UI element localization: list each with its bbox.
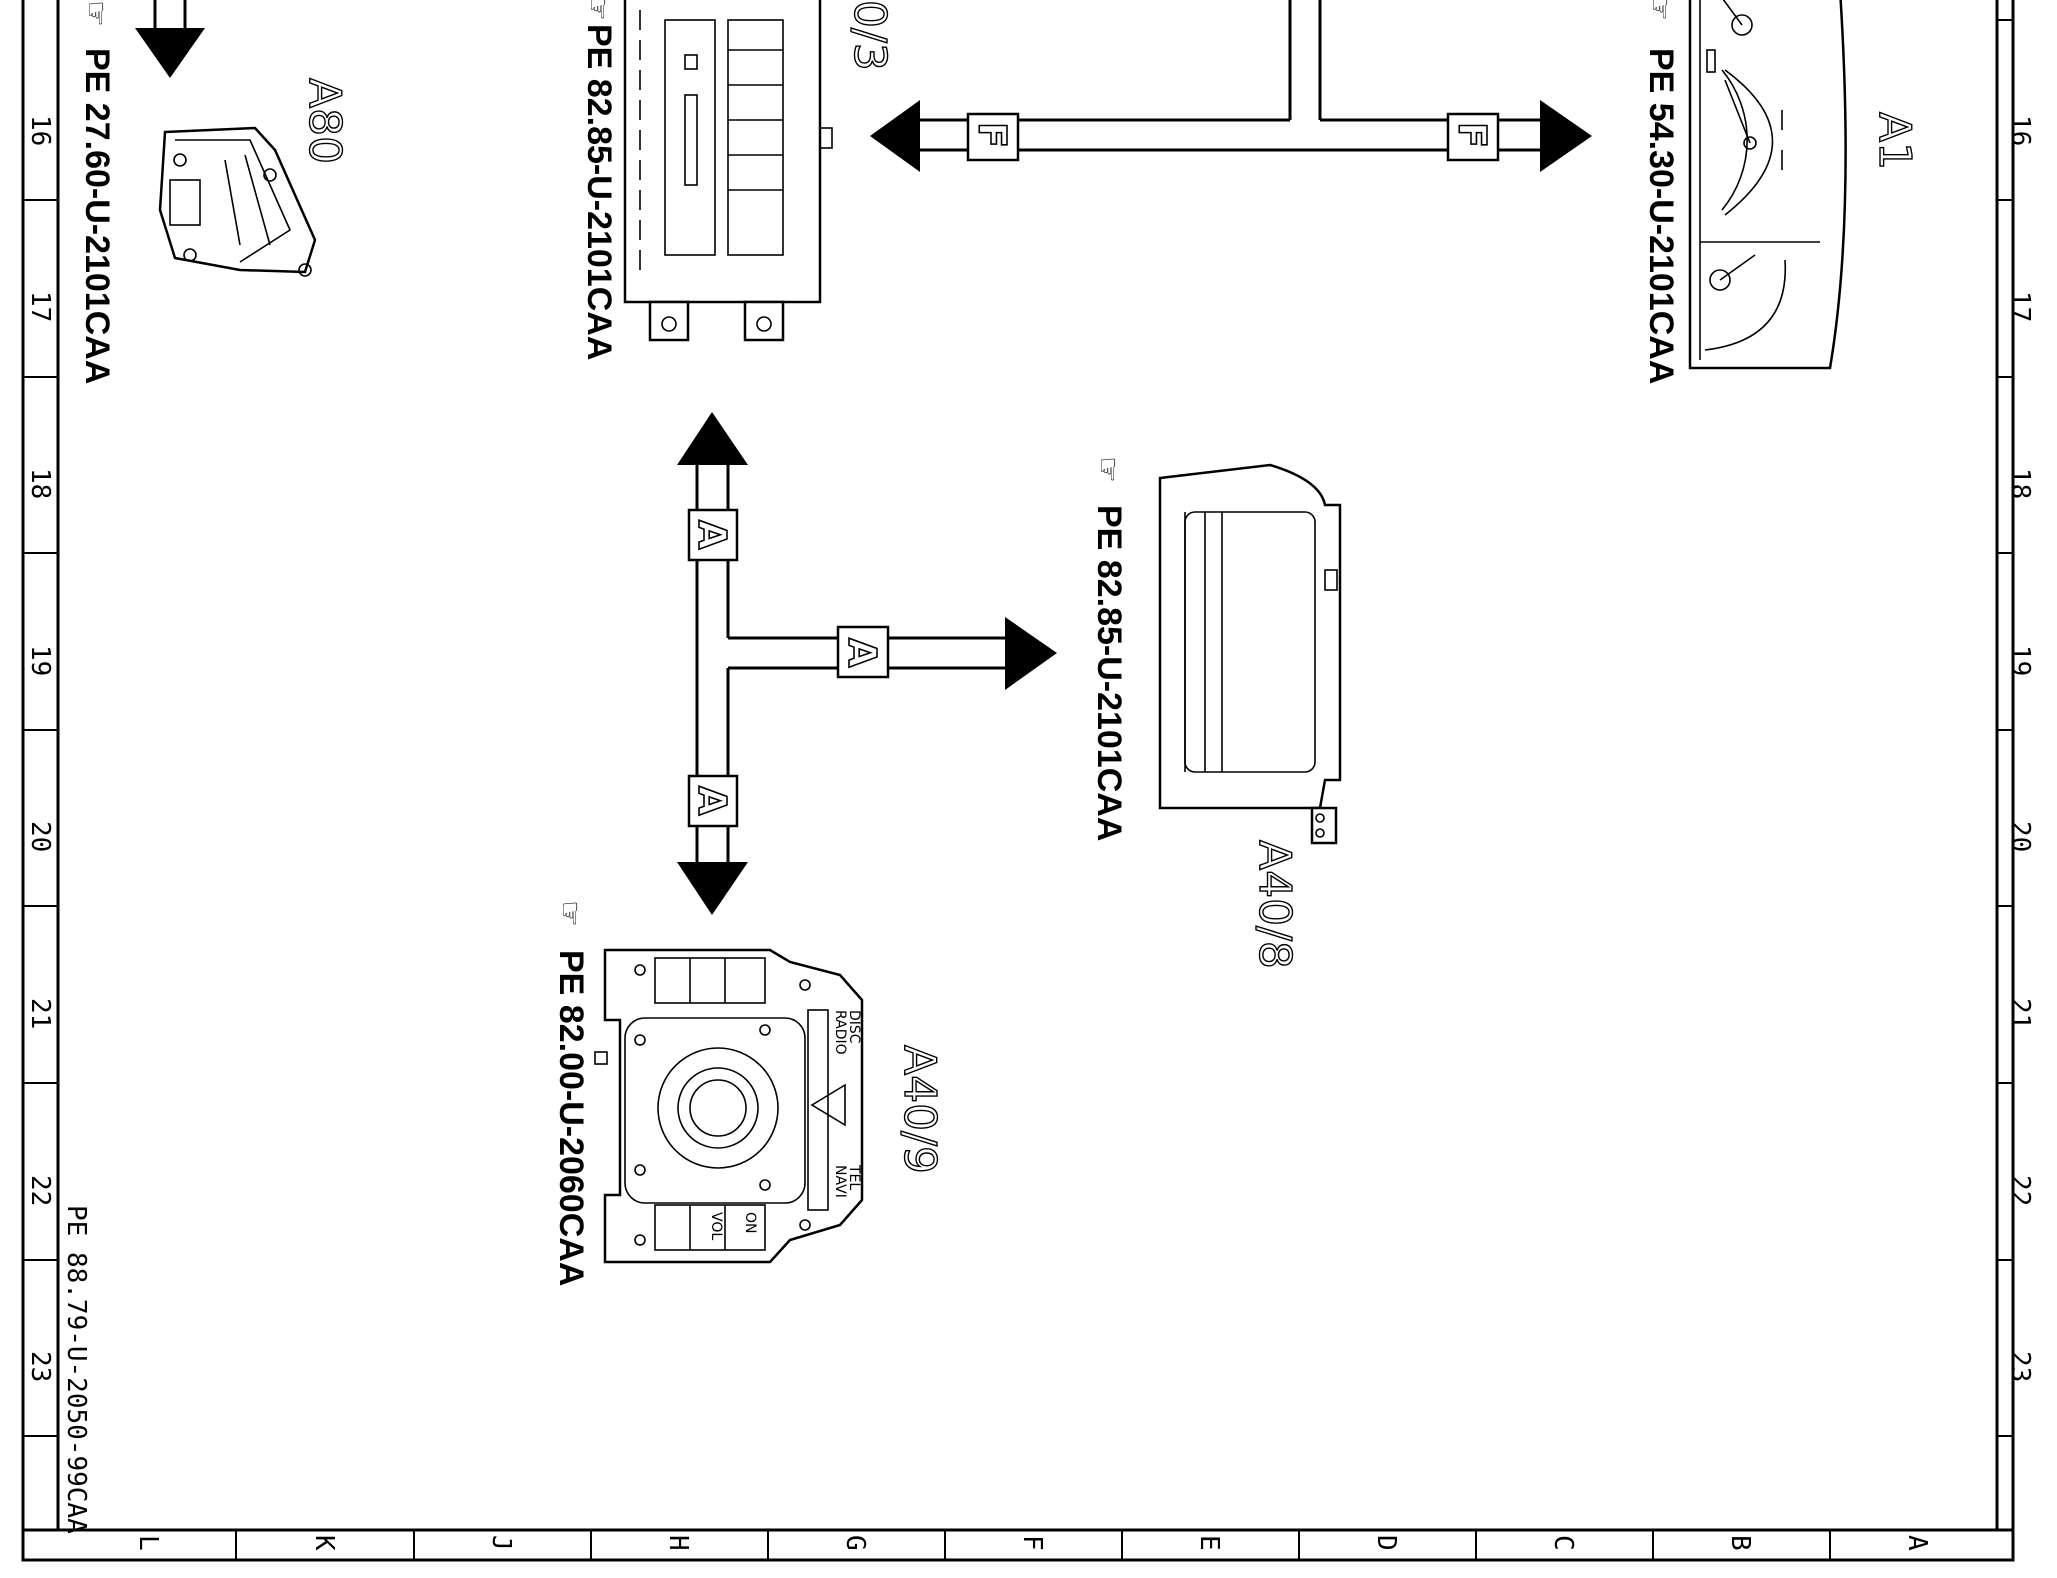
hand-pointer-icon: ☞ xyxy=(552,900,587,927)
row-label: 23 xyxy=(2005,1351,2035,1382)
component-a80: A80 ☞ PE 27.60-U-2101CAA xyxy=(78,0,351,384)
column-label: C xyxy=(1548,1535,1578,1551)
connector-label: A xyxy=(690,520,734,550)
component-id: A40/8 xyxy=(1249,840,1300,969)
row-label: 21 xyxy=(25,998,55,1029)
wire-a80-feed xyxy=(135,0,205,78)
reference-label: PE 27.60-U-2101CAA xyxy=(78,48,116,384)
hand-pointer-icon: ☞ xyxy=(78,0,113,27)
connector-label: F xyxy=(970,122,1014,148)
row-label: 16 xyxy=(25,115,55,146)
reference-label: PE 54.30-U-2101CAA xyxy=(1642,48,1680,384)
connector-f-right: F xyxy=(1446,112,1500,162)
column-label: E xyxy=(1194,1535,1224,1551)
row-label: 20 xyxy=(2005,821,2035,852)
connector-a-bottom: A xyxy=(687,774,739,828)
column-label: L xyxy=(133,1535,163,1551)
component-id: 0/3 xyxy=(844,0,895,71)
button-label-radio: RADIO xyxy=(832,1010,848,1055)
column-label: A xyxy=(1902,1535,1932,1551)
component-a40-9: DISC RADIO TEL NAVI VOL ON A40/9 ☞ PE 82… xyxy=(552,900,946,1286)
component-a1: A1 ☞ PE 54.30-U-2101CAA xyxy=(1642,0,1921,384)
column-label: B xyxy=(1725,1535,1755,1551)
row-ticks-right xyxy=(1997,19,2013,1437)
row-label: 16 xyxy=(2005,115,2035,146)
connector-label: A xyxy=(690,786,734,816)
row-label: 21 xyxy=(2005,998,2035,1029)
component-a40-3-drawing xyxy=(623,0,833,342)
component-a1-drawing xyxy=(1688,0,1847,370)
button-label-disc: DISC xyxy=(846,1010,862,1044)
row-label: 22 xyxy=(2005,1175,2035,1206)
row-label: 18 xyxy=(2005,468,2035,499)
row-label: 18 xyxy=(25,468,55,499)
component-id: A1 xyxy=(1869,112,1920,170)
connector-a-top: A xyxy=(687,508,739,562)
button-label-vol: VOL xyxy=(708,1212,724,1240)
column-label: F xyxy=(1017,1535,1047,1551)
component-a40-3: 0/3 ☞ PE 82.85-U-2101CAA xyxy=(580,0,896,360)
document-id: PE 88.79-U-2050-99CAA xyxy=(61,1205,91,1534)
reference-label: PE 82.85-U-2101CAA xyxy=(1090,505,1128,841)
column-ticks xyxy=(235,1530,1831,1560)
button-label-on: ON xyxy=(742,1212,758,1234)
column-label: G xyxy=(840,1535,870,1551)
row-label: 20 xyxy=(25,821,55,852)
button-label-tel: TEL xyxy=(846,1164,862,1190)
wire-bus-f xyxy=(870,0,1592,172)
hand-pointer-icon: ☞ xyxy=(1642,0,1677,21)
row-labels-left: 16 17 18 19 20 21 22 23 xyxy=(25,115,55,1382)
row-label: 19 xyxy=(2005,645,2035,676)
component-a40-9-drawing xyxy=(594,948,864,1264)
row-label: 22 xyxy=(25,1175,55,1206)
hand-pointer-icon: ☞ xyxy=(1090,456,1125,483)
component-a40-8-drawing xyxy=(1158,463,1342,845)
connector-a-right: A xyxy=(836,625,890,679)
column-labels: L K J H G F E D C B A xyxy=(133,1535,1932,1551)
row-ticks-left xyxy=(23,199,58,1437)
reference-label: PE 82.85-U-2101CAA xyxy=(580,24,618,360)
row-label: 17 xyxy=(2005,291,2035,322)
component-a80-drawing xyxy=(158,126,317,277)
connector-label: A xyxy=(840,638,884,668)
hand-pointer-icon: ☞ xyxy=(580,0,615,21)
column-label: D xyxy=(1371,1535,1401,1551)
component-a40-8: A40/8 ☞ PE 82.85-U-2101CAA xyxy=(1090,456,1342,970)
connector-f-left: F xyxy=(966,112,1020,162)
row-label: 17 xyxy=(25,291,55,322)
reference-label: PE 82.00-U-2060CAA xyxy=(552,950,590,1286)
row-labels-right: 16 17 18 19 20 21 22 23 xyxy=(2005,115,2035,1382)
column-label: K xyxy=(309,1535,339,1551)
diagram-frame xyxy=(21,0,2015,1562)
connector-label: F xyxy=(1450,122,1494,148)
row-label: 23 xyxy=(25,1351,55,1382)
component-id: A40/9 xyxy=(894,1045,945,1174)
row-label: 19 xyxy=(25,645,55,676)
button-label-navi: NAVI xyxy=(832,1165,848,1198)
column-label: H xyxy=(663,1535,693,1551)
column-label: J xyxy=(486,1535,516,1551)
component-id: A80 xyxy=(299,78,350,164)
